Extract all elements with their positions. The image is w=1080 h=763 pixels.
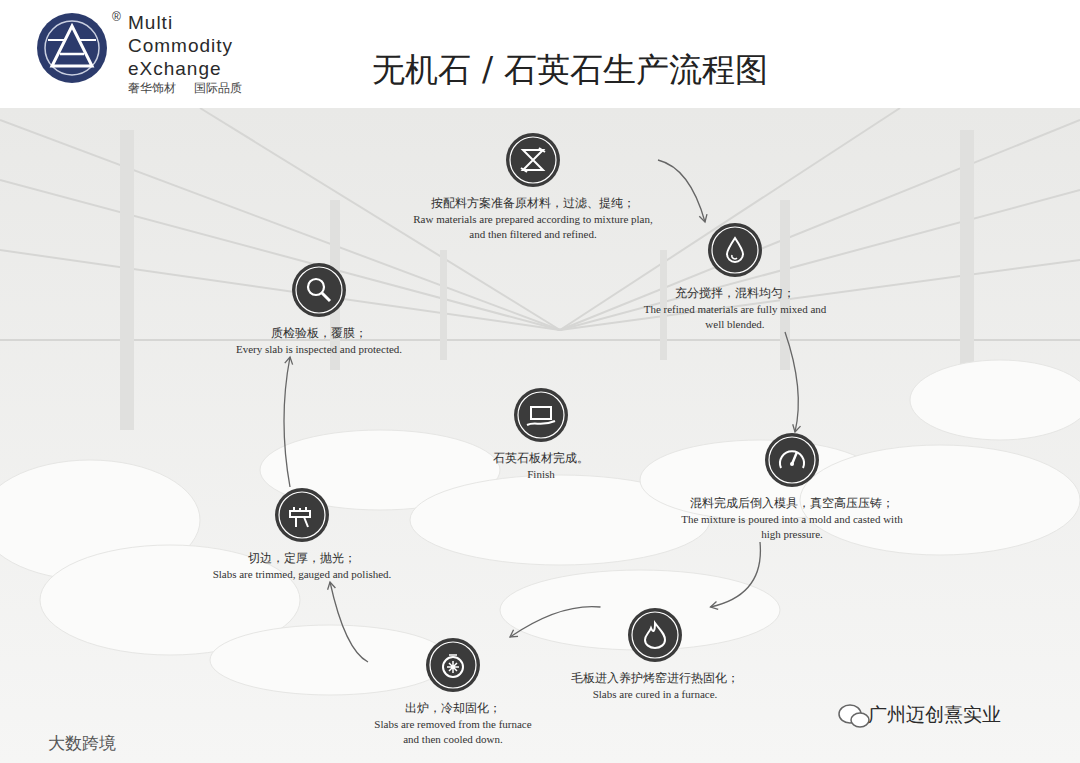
watermark: 大数跨境 xyxy=(48,732,116,754)
process-step: 按配料方案准备原材料，过滤、提纯；Raw materials are prepa… xyxy=(408,132,658,242)
logo-text: 奢华饰材 xyxy=(128,81,176,96)
logo-text: Commodity xyxy=(128,35,233,57)
flow-arrow xyxy=(284,357,290,487)
logo-text: Multi xyxy=(128,12,173,34)
process-step: 石英石板材完成。Finish xyxy=(471,387,611,482)
process-step: 毛板进入养护烤窑进行热固化；Slabs are cured in a furna… xyxy=(568,607,743,702)
photo-ground xyxy=(0,108,1080,763)
step-text-en: Finish xyxy=(471,467,611,482)
material-sacks xyxy=(0,360,1080,695)
process-step: 切边，定厚，抛光；Slabs are trimmed, gauged and p… xyxy=(212,487,392,582)
step-text: 出炉，冷却固化； xyxy=(368,700,538,716)
process-step: 混料完成后倒入模具，真空高压压铸；The mixture is poured i… xyxy=(677,432,907,542)
step-icon xyxy=(764,432,820,488)
step-icon xyxy=(627,607,683,663)
step-text-en: Slabs are trimmed, gauged and polished. xyxy=(212,567,392,582)
flow-arrow xyxy=(510,607,601,637)
logo-emblem xyxy=(37,13,107,83)
wechat-icon xyxy=(839,705,869,727)
process-step: 出炉，冷却固化；Slabs are removed from the furna… xyxy=(368,637,538,747)
step-text: 质检验板，覆膜； xyxy=(219,325,419,341)
step-text: 石英石板材完成。 xyxy=(471,450,611,466)
step-icon xyxy=(291,262,347,318)
flow-arrow xyxy=(785,332,798,432)
step-icon xyxy=(513,387,569,443)
step-text: 充分搅拌，混料均匀； xyxy=(640,285,830,301)
flow-arrow xyxy=(330,582,368,662)
watermark: 广州迈创熹实业 xyxy=(868,702,1001,726)
pillars xyxy=(120,130,974,430)
step-icon xyxy=(505,132,561,188)
process-step: 质检验板，覆膜；Every slab is inspected and prot… xyxy=(219,262,419,357)
step-icon xyxy=(274,487,330,543)
step-text-en: The mixture is poured into a mold and ca… xyxy=(677,512,907,542)
step-text: 毛板进入养护烤窑进行热固化； xyxy=(568,670,743,686)
step-text-en: Slabs are removed from the furnace and t… xyxy=(368,717,538,747)
step-text-en: Slabs are cured in a furnace. xyxy=(568,687,743,702)
step-text: 混料完成后倒入模具，真空高压压铸； xyxy=(677,495,907,511)
flow-arrow xyxy=(711,542,761,607)
step-text-en: Every slab is inspected and protected. xyxy=(219,342,419,357)
process-step: 充分搅拌，混料均匀；The refined materials are full… xyxy=(640,222,830,332)
step-text-en: Raw materials are prepared according to … xyxy=(408,212,658,242)
step-text: 按配料方案准备原材料，过滤、提纯； xyxy=(408,195,658,211)
logo-text: ® xyxy=(112,10,121,24)
flow-arrow xyxy=(658,160,705,222)
logo-text: 国际品质 xyxy=(194,81,242,96)
step-icon xyxy=(425,637,481,693)
step-text: 切边，定厚，抛光； xyxy=(212,550,392,566)
step-icon xyxy=(707,222,763,278)
logo-text: eXchange xyxy=(128,58,222,80)
roof-beams xyxy=(0,108,1080,340)
step-text-en: The refined materials are fully mixed an… xyxy=(640,302,830,332)
